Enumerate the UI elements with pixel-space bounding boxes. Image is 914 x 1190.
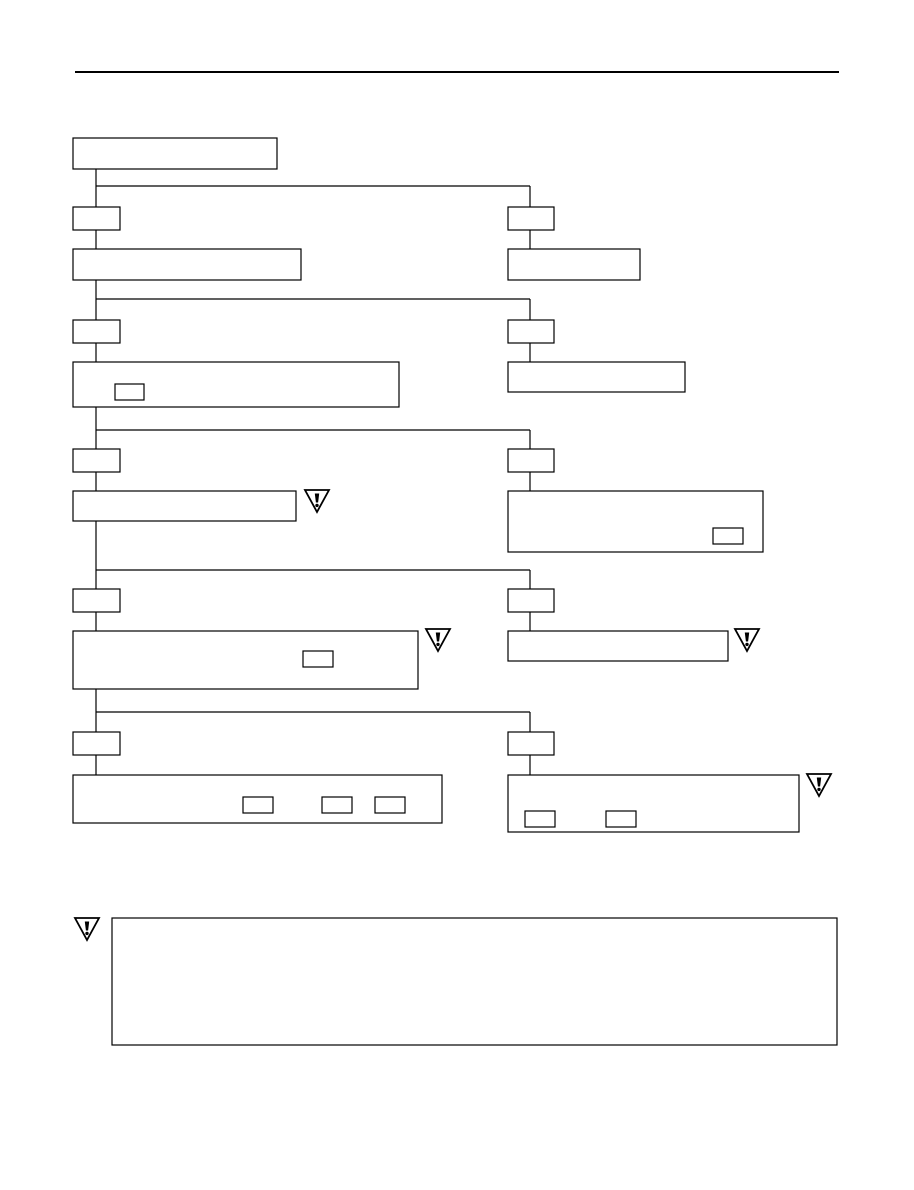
warning-triangle-icon <box>74 917 100 941</box>
caution-note-box <box>111 917 838 1046</box>
reference-tag <box>374 796 406 814</box>
warning-triangle-icon <box>734 628 760 652</box>
reference-tag <box>524 810 556 828</box>
reference-tag <box>321 796 353 814</box>
branch-label-box <box>507 319 555 344</box>
flow-node-l1 <box>72 248 302 281</box>
branch-label-box <box>72 448 121 473</box>
warning-triangle-icon <box>425 628 451 652</box>
flow-node-l3 <box>72 490 297 522</box>
reference-tag <box>302 650 334 668</box>
reference-tag <box>242 796 274 814</box>
branch-label-box <box>72 206 121 231</box>
branch-label-box <box>507 588 555 613</box>
reference-tag <box>712 527 744 545</box>
flow-node-l4 <box>72 630 419 690</box>
branch-label-box <box>507 206 555 231</box>
warning-triangle-icon <box>806 773 832 797</box>
reference-tag <box>605 810 637 828</box>
reference-tag <box>114 383 145 401</box>
connector-lines <box>95 169 531 775</box>
flow-node-r2 <box>507 361 686 393</box>
warning-triangle-icon <box>304 489 330 513</box>
flow-node-r5 <box>507 774 800 833</box>
flow-node-r4 <box>507 630 729 662</box>
branch-label-box <box>507 448 555 473</box>
flow-node-r1 <box>507 248 641 281</box>
branch-label-box <box>507 731 555 756</box>
flow-node-start <box>72 137 278 170</box>
branch-label-box <box>72 588 121 613</box>
branch-label-box <box>72 319 121 344</box>
branch-label-box <box>72 731 121 756</box>
